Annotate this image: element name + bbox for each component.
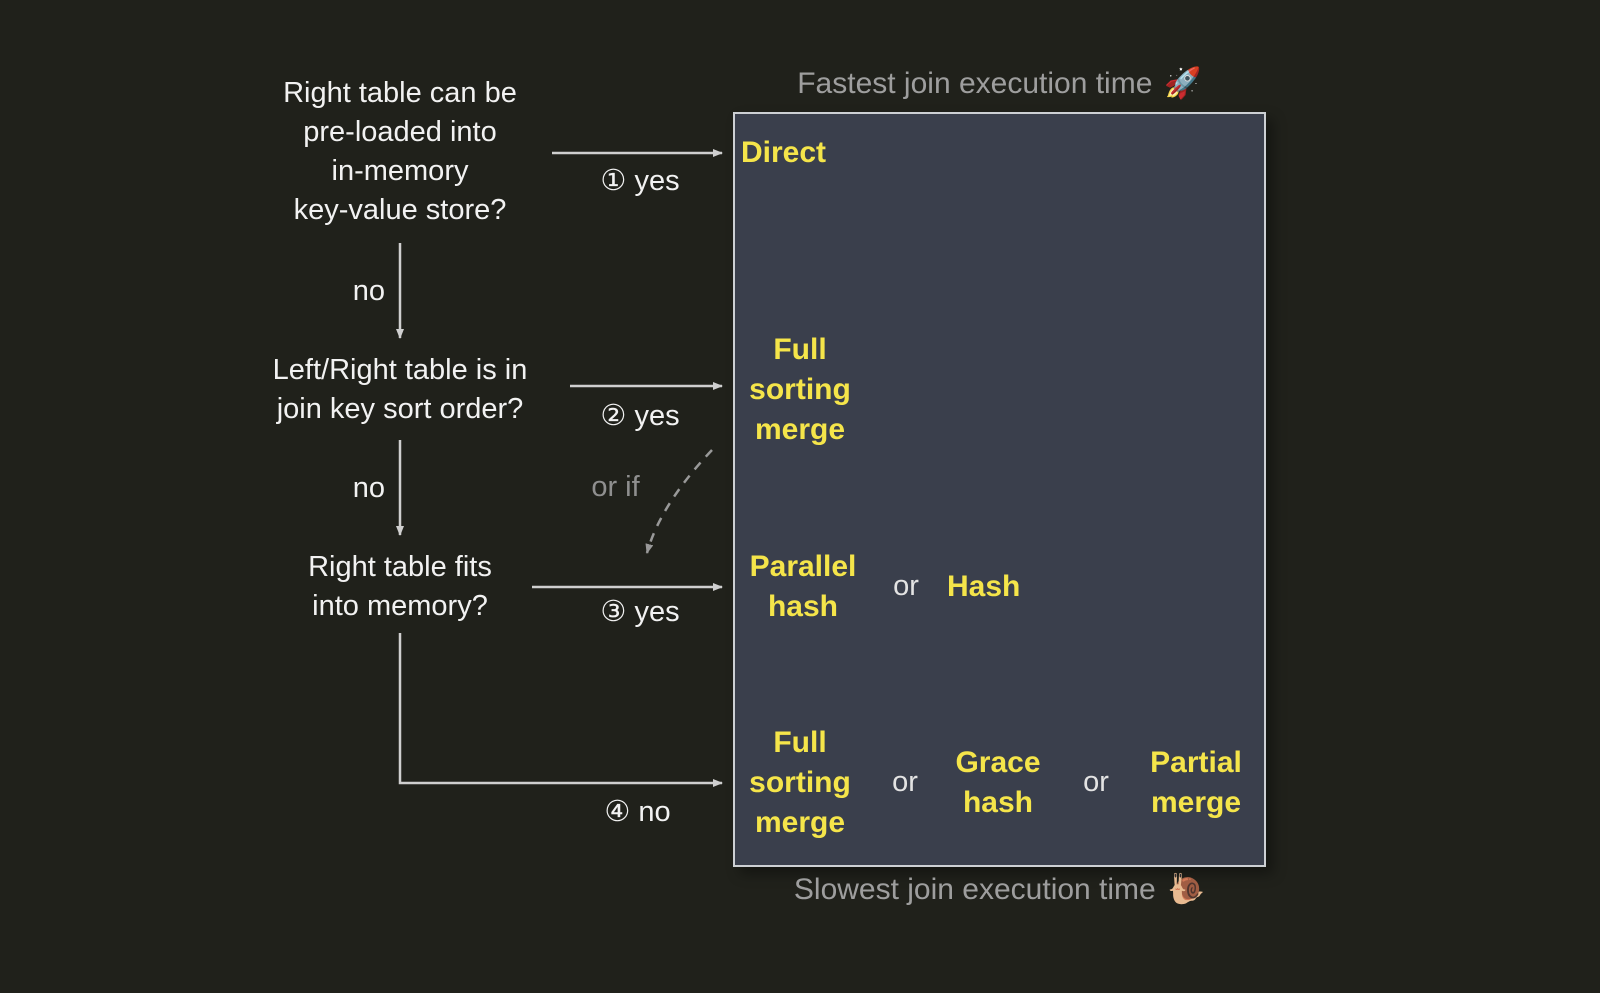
question-fits-memory: Right table fits into memory? [308, 551, 492, 622]
edge-label-yes-2: ② yes [600, 400, 680, 432]
join-algorithms-panel [733, 112, 1266, 867]
question-preloaded-kv-store: Right table can be pre-loaded into in-me… [283, 77, 517, 226]
algorithm-partial-merge: Partial merge [1150, 746, 1242, 819]
edge-label-no-1: no [352, 275, 385, 307]
edge-label-yes-3: ③ yes [600, 596, 680, 628]
slowest-caption-text: Slowest join execution time [793, 873, 1156, 906]
fastest-caption: Fastest join execution time 🚀 [733, 66, 1266, 101]
algorithm-parallel-hash: Parallel hash [749, 550, 857, 623]
question-sort-order: Left/Right table is in join key sort ord… [272, 354, 528, 425]
edge-label-no-2: no [352, 472, 385, 504]
arrow-no-4 [398, 633, 723, 787]
algorithm-direct: Direct [741, 136, 827, 169]
snail-icon: 🐌 [1167, 873, 1206, 906]
edge-label-yes-1: ① yes [600, 165, 680, 197]
rocket-icon: 🚀 [1164, 67, 1202, 100]
fastest-caption-text: Fastest join execution time [797, 67, 1153, 100]
or-separator-2: or [892, 766, 918, 798]
algorithm-full-sorting-merge-row2: Full sorting merge [749, 333, 851, 446]
algorithm-grace-hash: Grace hash [955, 746, 1041, 819]
edge-label-or-if: or if [591, 471, 640, 503]
or-separator-1: or [893, 570, 919, 602]
or-separator-3: or [1083, 766, 1109, 798]
edge-label-no-4: ④ no [604, 796, 671, 828]
slowest-caption: Slowest join execution time 🐌 [733, 872, 1266, 907]
algorithm-full-sorting-merge-row4: Full sorting merge [749, 726, 851, 839]
algorithm-hash: Hash [947, 570, 1021, 603]
